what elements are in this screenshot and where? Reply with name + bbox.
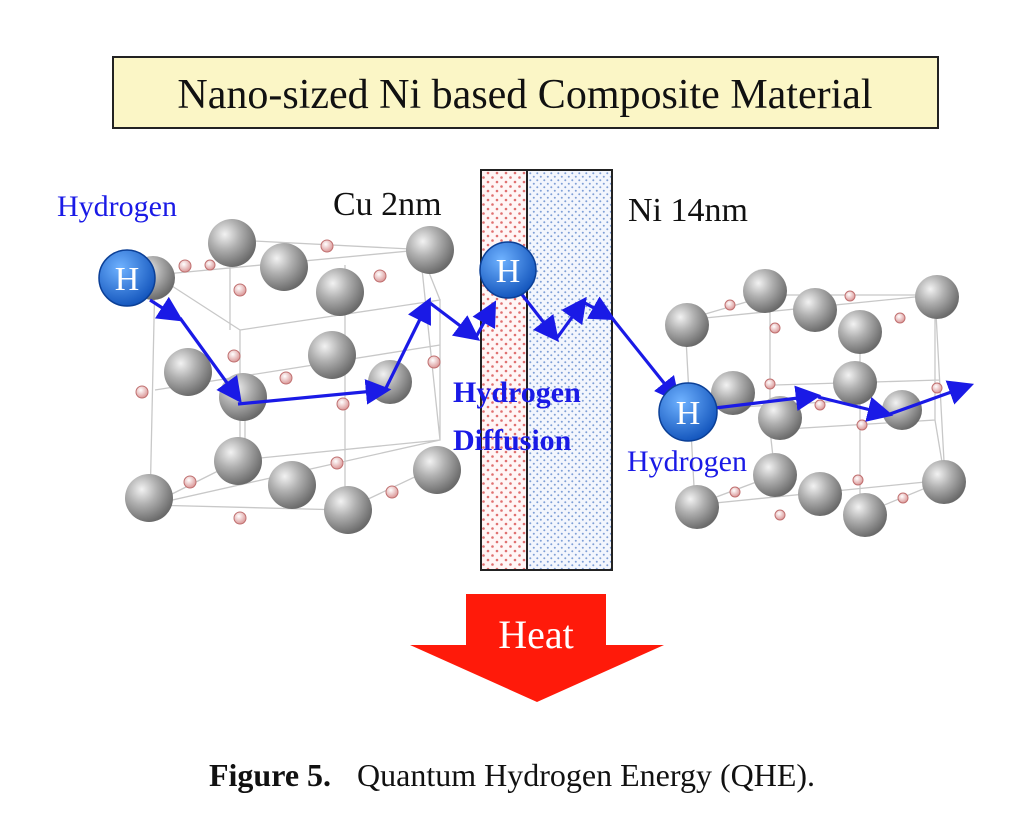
diffusion-arrow-4 (383, 297, 431, 391)
diffusion-arrow-5 (429, 301, 481, 341)
small-atom (135, 385, 149, 399)
diffusion-arrow-8 (555, 296, 587, 339)
right-interstitial-atoms (724, 290, 943, 521)
ni-layer-label: Ni 14nm (628, 192, 748, 229)
heat-label: Heat (498, 612, 574, 657)
hydrogen-atom-circle (479, 241, 537, 299)
metal-atom (915, 275, 959, 319)
small-atom (729, 486, 741, 498)
small-atom (931, 382, 943, 394)
small-atom (897, 492, 909, 504)
diffusion-arrow-7 (518, 291, 559, 343)
heat-arrow-shape (410, 594, 664, 702)
hydrogen-atom-right: H (658, 382, 718, 442)
metal-atom (324, 486, 372, 534)
hydrogen-label-left: Hydrogen (57, 190, 177, 223)
diffusion-path (149, 291, 975, 422)
metal-atom (308, 331, 356, 379)
metal-atom (208, 219, 256, 267)
diffusion-arrow-9 (584, 296, 616, 321)
small-atom (320, 239, 334, 253)
small-atom (724, 299, 736, 311)
diffusion-arrow-12 (817, 395, 894, 422)
title-text: Nano-sized Ni based Composite Material (177, 72, 872, 118)
metal-atom (260, 243, 308, 291)
small-atom (774, 509, 786, 521)
metal-atom (214, 437, 262, 485)
title-box: Nano-sized Ni based Composite Material (112, 56, 939, 129)
metal-atom (406, 226, 454, 274)
title-background (112, 56, 939, 129)
diffusion-arrow-13 (889, 380, 975, 416)
metal-atom (164, 348, 212, 396)
small-atom (204, 259, 216, 271)
metal-atom (843, 493, 887, 537)
hydrogen-atom-symbol: H (115, 261, 140, 298)
small-atom (385, 485, 399, 499)
hydrogen-atom-circle (658, 382, 718, 442)
small-atom (764, 378, 776, 390)
metal-atom (758, 396, 802, 440)
hydrogen-atom-symbol: H (496, 253, 521, 290)
small-atom (856, 419, 868, 431)
metal-atom (793, 288, 837, 332)
layer-stack (480, 169, 613, 571)
hydrogen-atom-left: H (98, 249, 156, 307)
diffusion-label-line2: Diffusion (453, 424, 572, 457)
cu-layer-label: Cu 2nm (333, 186, 442, 223)
small-atom (769, 322, 781, 334)
left-metal-atoms (125, 219, 461, 534)
diffusion-arrow-2 (178, 317, 242, 404)
figure-number: Figure 5. (208, 757, 332, 793)
small-atom (183, 475, 197, 489)
diffusion-arrow-3 (237, 379, 392, 406)
small-atom (894, 312, 906, 324)
metal-atom (675, 485, 719, 529)
small-atom (233, 511, 247, 525)
heat-arrow: Heat (410, 594, 664, 702)
small-atom (178, 259, 192, 273)
small-atom (279, 371, 293, 385)
left-interstitial-atoms (135, 239, 441, 525)
ni-layer (526, 169, 613, 571)
metal-atom (413, 446, 461, 494)
small-atom (373, 269, 387, 283)
diffusion-arrow-6 (472, 300, 497, 338)
diffusion-arrow-11 (714, 385, 822, 411)
small-atom (427, 355, 441, 369)
small-atom (814, 399, 826, 411)
metal-atom (316, 268, 364, 316)
diffusion-arrow-10 (610, 317, 680, 403)
metal-atom (753, 453, 797, 497)
metal-atom (838, 310, 882, 354)
small-atom (227, 349, 241, 363)
figure-caption-text: Quantum Hydrogen Energy (QHE). (357, 757, 816, 793)
metal-atom (125, 474, 173, 522)
diffusion-arrow-1 (149, 296, 184, 322)
metal-atom (833, 361, 877, 405)
hydrogen-atom-circle (98, 249, 156, 307)
metal-atom (743, 269, 787, 313)
cu-layer (480, 169, 528, 571)
small-atom (336, 397, 350, 411)
metal-atom (922, 460, 966, 504)
diffusion-label-line1: Hydrogen (453, 376, 581, 409)
small-atom (233, 283, 247, 297)
figure-caption: Figure 5. Quantum Hydrogen Energy (QHE). (0, 757, 1024, 794)
metal-atom (268, 461, 316, 509)
small-atom (844, 290, 856, 302)
hydrogen-label-right: Hydrogen (627, 445, 747, 478)
hydrogen-atom-symbol: H (676, 395, 701, 432)
metal-atom (665, 303, 709, 347)
hydrogen-atom-middle: H (479, 241, 537, 299)
small-atom (852, 474, 864, 486)
metal-atom (798, 472, 842, 516)
small-atom (330, 456, 344, 470)
